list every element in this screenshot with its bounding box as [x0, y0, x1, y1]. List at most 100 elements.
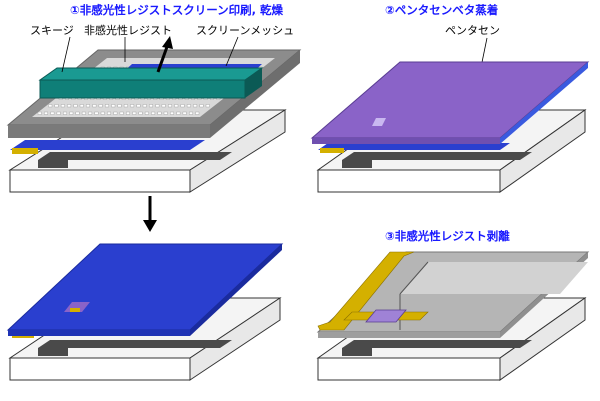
mesh-dot — [125, 111, 130, 115]
mesh-dot — [117, 104, 122, 108]
step2-resist-bump — [372, 118, 386, 126]
step1-screen-frame-side — [210, 50, 300, 138]
bl-substrate-front — [9, 357, 191, 381]
bl-gate-line — [38, 340, 232, 348]
step-bottom-left-panel — [6, 243, 284, 381]
label-squeegee: スキージ — [30, 24, 74, 37]
mesh-dot — [155, 104, 160, 108]
step1-squeegee-top — [38, 67, 264, 81]
mesh-dot — [92, 104, 97, 108]
step2-title: ②ペンタセンベタ蒸着 — [385, 3, 498, 17]
label-screen-mesh: スクリーンメッシュ — [196, 24, 294, 37]
mesh-dot — [157, 111, 162, 115]
step3-gray-front — [318, 332, 500, 338]
step1-squeegee-front — [39, 79, 246, 99]
mesh-dot — [94, 111, 99, 115]
mesh-dot — [63, 111, 67, 115]
mesh-dot — [50, 111, 55, 115]
step1-substrate-front — [9, 169, 191, 193]
step2-insulator — [318, 143, 510, 150]
mesh-dot — [98, 104, 103, 108]
mesh-dot — [79, 104, 84, 108]
mesh-dot — [81, 111, 86, 115]
step1-substrate-side — [189, 109, 286, 193]
mesh-dot — [149, 104, 154, 108]
step1-motion-arrow — [156, 43, 170, 73]
mesh-dot — [86, 104, 91, 108]
mesh-dot — [176, 111, 181, 115]
step2-gate-front — [342, 160, 372, 168]
mesh-dot — [107, 111, 112, 115]
bl-blue-side — [190, 244, 282, 336]
mesh-dot — [67, 104, 72, 108]
step2-substrate-front — [317, 169, 501, 193]
label-resist: 非感光性レジスト — [84, 23, 172, 37]
mesh-dot — [174, 104, 179, 108]
step2-panel: ②ペンタセンベタ蒸着 ペンタセン — [310, 3, 590, 193]
mesh-dot — [193, 104, 198, 108]
mesh-dot — [48, 104, 53, 108]
step1-insulator — [10, 140, 205, 150]
step3-panel: ③非感光性レジスト剥離 — [316, 229, 590, 381]
leader-squeegee — [61, 36, 71, 73]
bl-substrate-side — [189, 297, 281, 381]
step2-pentacene-front — [312, 138, 500, 144]
step2-gate-line — [342, 152, 532, 160]
mesh-dot — [132, 111, 137, 115]
label-pentacene: ペンタセン — [445, 24, 500, 37]
mesh-dot — [136, 104, 141, 108]
step3-title: ③非感光性レジスト剥離 — [385, 229, 510, 243]
mesh-dot — [199, 104, 204, 108]
mesh-dot — [182, 111, 187, 115]
mesh-dot — [54, 104, 59, 108]
mesh-dot — [44, 111, 48, 115]
mesh-dot — [123, 104, 128, 108]
leader-screen-mesh — [225, 36, 239, 67]
down-arrow — [143, 196, 157, 232]
step1-title: ①非感光性レジストスクリーン印刷, 乾燥 — [70, 3, 284, 17]
step1-motion-arrowhead — [162, 36, 173, 49]
mesh-dot — [37, 111, 42, 115]
mesh-dot — [186, 104, 191, 108]
step1-electrode — [12, 148, 38, 154]
mesh-dot — [170, 111, 175, 115]
step2-electrode — [320, 148, 344, 153]
step3-substrate-side — [499, 297, 586, 381]
bl-window-gold — [70, 308, 80, 312]
mesh-dot — [195, 111, 200, 115]
mesh-dot — [151, 111, 156, 115]
step1-screen-frame-front — [8, 125, 210, 138]
step3-gate-front — [342, 348, 372, 356]
mesh-dot — [100, 111, 105, 115]
mesh-dot — [144, 111, 149, 115]
mesh-dot — [111, 104, 116, 108]
step2-substrate-side — [499, 109, 586, 193]
mesh-dot — [180, 104, 185, 108]
mesh-dot — [75, 111, 80, 115]
mesh-dot — [69, 111, 74, 115]
step1-gate-front — [38, 160, 68, 168]
step1-gate-line — [38, 152, 232, 160]
mesh-dot — [73, 104, 78, 108]
mesh-dot — [113, 111, 118, 115]
step3-edge — [399, 261, 429, 295]
mesh-dot — [130, 104, 135, 108]
step3-gate-line — [342, 340, 532, 348]
step3-pentacene-island — [365, 309, 407, 323]
mesh-dot — [119, 111, 124, 115]
bl-gate-front — [38, 348, 68, 356]
step1-squeegee-side — [245, 68, 262, 98]
mesh-dot — [60, 104, 65, 108]
mesh-dot — [142, 104, 147, 108]
mesh-dot — [161, 104, 166, 108]
mesh-dot — [88, 111, 93, 115]
step3-substrate-front — [317, 357, 501, 381]
step1-panel: ①非感光性レジストスクリーン印刷, 乾燥 スキージ 非感光性レジスト スクリーン… — [6, 3, 302, 193]
mesh-dot — [104, 104, 109, 108]
bl-blue-front — [8, 330, 190, 336]
mesh-dot — [205, 104, 210, 108]
mesh-dot — [138, 111, 143, 115]
mesh-dot — [188, 111, 193, 115]
step3-lifted-region — [400, 262, 588, 294]
